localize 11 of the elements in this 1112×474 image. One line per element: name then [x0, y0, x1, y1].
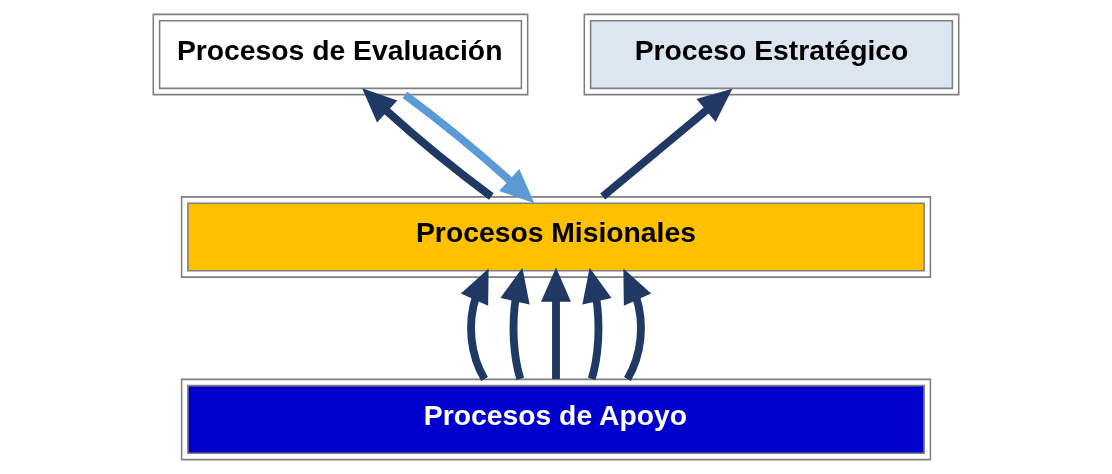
node-box: Procesos Misionales — [180, 196, 932, 278]
node-box: Procesos de Apoyo — [180, 378, 932, 461]
arrow — [362, 88, 494, 200]
arrow — [500, 267, 530, 381]
arrow — [460, 268, 489, 381]
node-box: Procesos de Evaluación — [152, 13, 529, 96]
arrow — [623, 268, 652, 381]
arrow — [402, 91, 535, 204]
arrow — [600, 88, 733, 200]
node-box: Proceso Estratégico — [583, 13, 960, 96]
arrow — [582, 267, 612, 381]
